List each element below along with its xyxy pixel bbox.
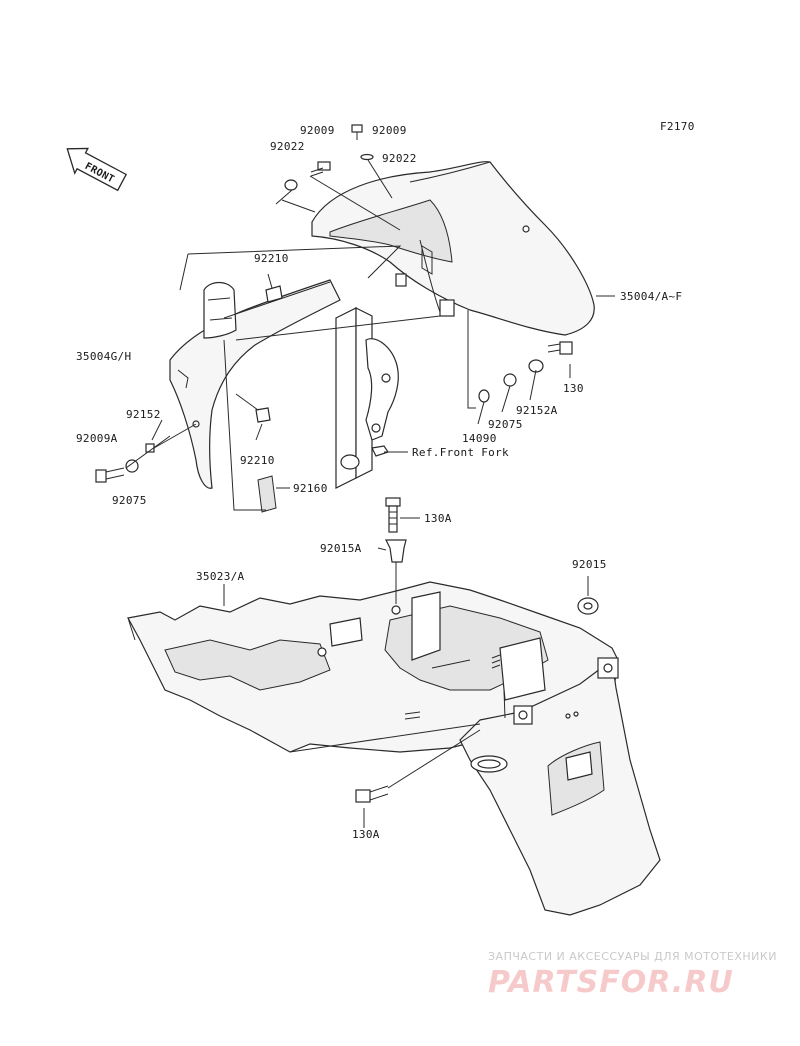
part-label: 92022 — [270, 140, 305, 153]
clip-92210-b-icon — [255, 407, 271, 423]
bolt-130a-b-icon — [355, 785, 389, 803]
washer-92075-b-icon — [503, 373, 517, 387]
washer-92022-icon — [284, 179, 298, 191]
part-label: 92009A — [76, 432, 118, 445]
part-label: 92009 — [300, 124, 335, 137]
part-label: 92160 — [293, 482, 328, 495]
bolt-92009a-icon — [95, 467, 125, 483]
rear-fender-part — [459, 657, 661, 916]
part-label: 92075 — [112, 494, 147, 507]
part-labels: 92009 92009 92022 92022 35004/A~F 92210 … — [76, 124, 682, 841]
part-label: 92009 — [372, 124, 407, 137]
part-label: 130A — [352, 828, 380, 841]
part-label: 35004/A~F — [620, 290, 682, 303]
front-fork-part — [335, 307, 399, 489]
front-fender-part — [311, 161, 595, 336]
part-label: 35004G/H — [76, 350, 131, 363]
watermark-tagline: ЗАПЧАСТИ И АКСЕССУАРЫ ДЛЯ МОТОТЕХНИКИ — [488, 950, 777, 963]
pad-92160-icon — [257, 475, 277, 513]
watermark-logo: PARTSFOR.RU — [488, 965, 734, 1000]
leader-lines — [125, 159, 615, 828]
rear-undertray-part — [127, 581, 619, 753]
part-label: 130 — [563, 382, 584, 395]
bolt-92009-b-icon — [351, 124, 363, 140]
figure-code: F2170 — [660, 120, 695, 133]
part-label: 130A — [424, 512, 452, 525]
part-label: 92152 — [126, 408, 161, 421]
washer-92022-b-icon — [360, 153, 374, 161]
part-label: 35023/A — [196, 570, 245, 583]
front-arrow-icon: FRONT — [66, 147, 128, 192]
bolt-130-icon — [547, 341, 573, 355]
grommet-92015a-icon — [385, 539, 407, 563]
part-label: 92210 — [240, 454, 275, 467]
part-label: 92075 — [488, 418, 523, 431]
hardware-parts — [95, 124, 599, 803]
washer-14090-icon — [478, 389, 490, 403]
part-label: 92152A — [516, 404, 558, 417]
washer-92075-icon — [125, 459, 139, 473]
inner-fender-part — [169, 279, 341, 489]
watermark: ЗАПЧАСТИ И АКСЕССУАРЫ ДЛЯ МОТОТЕХНИКИ PA… — [488, 950, 777, 1000]
part-label: Ref.Front Fork — [412, 446, 509, 459]
part-label: 92015 — [572, 558, 607, 571]
part-label: 14090 — [462, 432, 497, 445]
part-label: 92015A — [320, 542, 362, 555]
part-label: 92210 — [254, 252, 289, 265]
bolt-130a-icon — [385, 497, 401, 533]
bolt-92009-icon — [310, 161, 331, 177]
part-label: 92022 — [382, 152, 417, 165]
